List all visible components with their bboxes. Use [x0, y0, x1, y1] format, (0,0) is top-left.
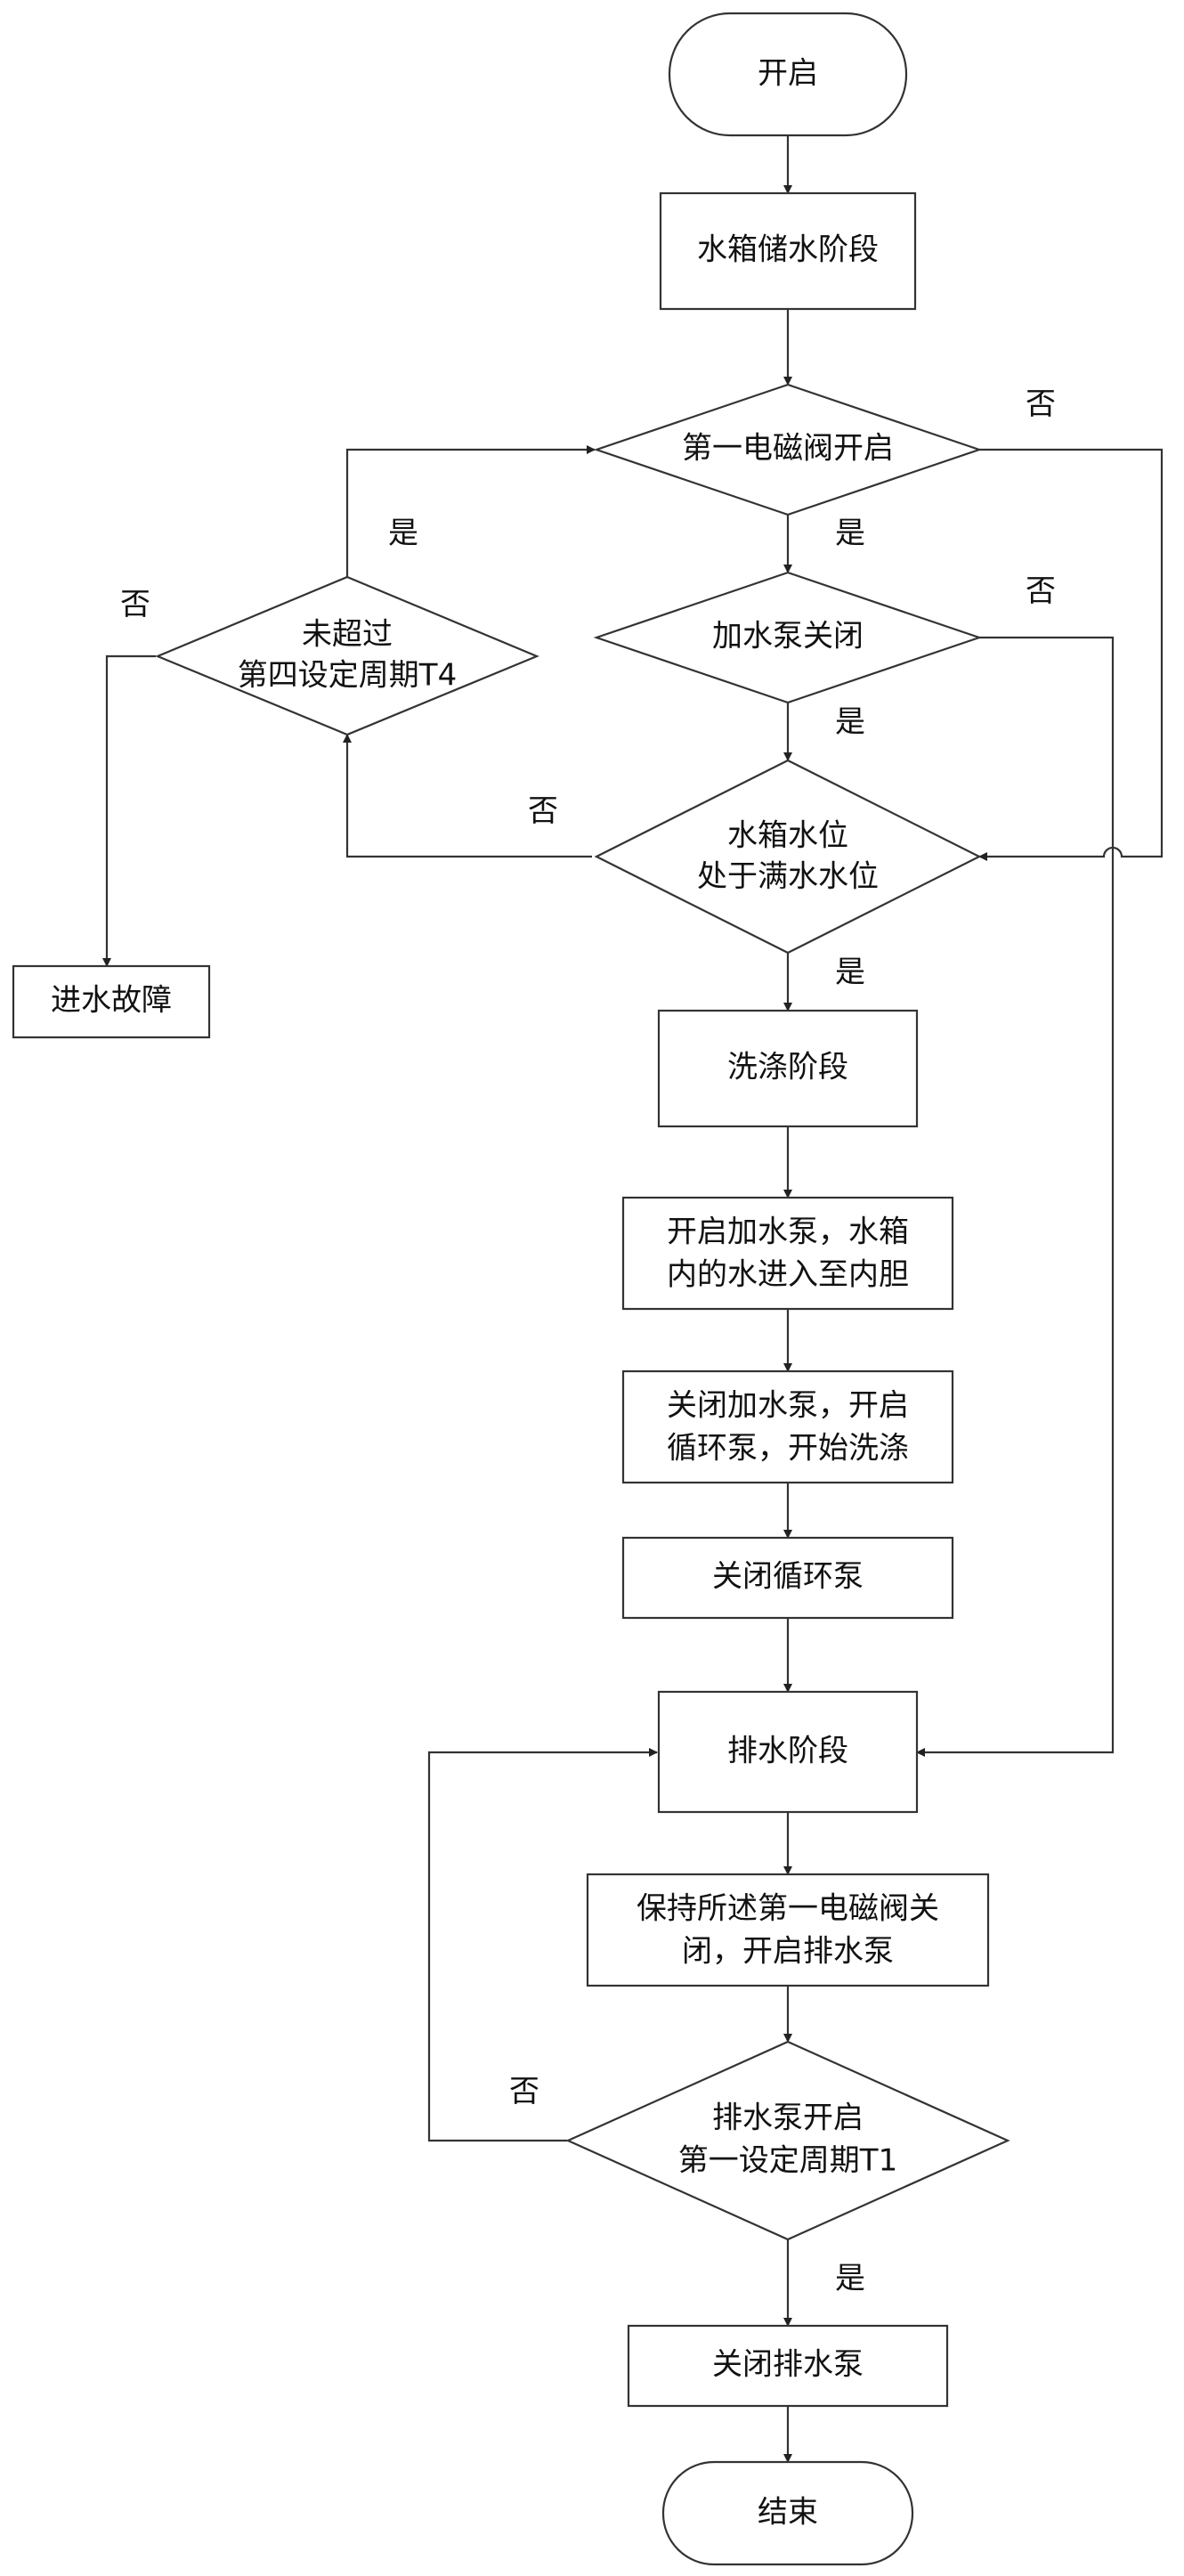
start-label: 开启 [758, 56, 818, 92]
edge-drain-check-no-loop [427, 1748, 658, 2142]
edge-level-no-to-timeout [343, 734, 592, 858]
close-circ-label: 关闭循环泵 [712, 1559, 864, 1595]
valve-open-label: 第一电磁阀开启 [682, 431, 894, 467]
water-level-label-line1: 水箱水位 [727, 818, 848, 854]
fill-pump-off-label: 加水泵关闭 [712, 619, 864, 654]
label-timeout-no: 否 [120, 587, 150, 622]
open-fill-label-line2: 内的水进入至内胆 [667, 1257, 909, 1293]
label-drain-check-yes: 是 [835, 2261, 865, 2296]
drain-check-label-line1: 排水泵开启 [712, 2101, 864, 2136]
edge-pump-no-to-drain [916, 636, 1115, 1757]
inlet-fault-label: 进水故障 [51, 983, 172, 1019]
open-fill-label-line1: 开启加水泵，水箱 [667, 1215, 909, 1250]
label-pump-no: 否 [1026, 573, 1056, 609]
drain-stage-label: 排水阶段 [727, 1734, 848, 1769]
water-level-label-line2: 处于满水水位 [697, 859, 879, 895]
label-level-yes: 是 [835, 955, 865, 990]
start-node: 开启 [668, 12, 908, 137]
timeout-decision: 未超过 第四设定周期T4 [155, 575, 539, 736]
keep-valve-label-line2: 闭，开启排水泵 [682, 1934, 894, 1970]
water-level-decision: 水箱水位 处于满水水位 [594, 759, 982, 955]
wash-stage-label: 洗涤阶段 [727, 1050, 848, 1085]
branch-labels: 否 是 否 是 否 是 是 否 否 是 [120, 386, 1056, 2296]
close-fill-pump-box: 关闭加水泵，开启 循环泵，开始洗涤 [621, 1369, 954, 1484]
tank-storage-label: 水箱储水阶段 [697, 232, 879, 268]
label-level-no: 否 [528, 793, 558, 829]
inlet-fault-box: 进水故障 [12, 964, 211, 1039]
timeout-label-line2: 第四设定周期T4 [238, 658, 457, 694]
label-timeout-yes: 是 [388, 516, 418, 551]
end-node: 结束 [661, 2460, 914, 2566]
keep-valve-box: 保持所述第一电磁阀关 闭，开启排水泵 [586, 1873, 990, 1987]
end-label: 结束 [758, 2495, 818, 2531]
tank-storage-box: 水箱储水阶段 [659, 191, 917, 311]
open-fill-pump-box: 开启加水泵，水箱 内的水进入至内胆 [621, 1196, 954, 1311]
connectors [102, 135, 1164, 2463]
wash-stage-box: 洗涤阶段 [657, 1009, 919, 1128]
timeout-label-line1: 未超过 [302, 617, 393, 653]
label-valve-no: 否 [1026, 386, 1056, 422]
close-drain-pump-box: 关闭排水泵 [627, 2324, 949, 2408]
label-valve-yes: 是 [835, 516, 865, 551]
edge-valve-no-to-level [978, 448, 1164, 861]
keep-valve-label-line1: 保持所述第一电磁阀关 [637, 1891, 939, 1927]
drain-check-label-line2: 第一设定周期T1 [678, 2143, 897, 2179]
close-circ-pump-box: 关闭循环泵 [621, 1536, 954, 1620]
fill-pump-off-decision: 加水泵关闭 [593, 571, 983, 704]
drain-check-decision: 排水泵开启 第一设定周期T1 [565, 2040, 1010, 2241]
drain-stage-box: 排水阶段 [657, 1690, 919, 1814]
valve-open-decision: 第一电磁阀开启 [593, 383, 983, 516]
close-fill-label-line2: 循环泵，开始洗涤 [667, 1431, 909, 1467]
close-fill-label-line1: 关闭加水泵，开启 [667, 1388, 909, 1424]
label-drain-check-no: 否 [509, 2074, 539, 2109]
label-pump-yes: 是 [835, 704, 865, 740]
edge-timeout-yes-to-valve [345, 445, 596, 577]
close-drain-label: 关闭排水泵 [712, 2347, 864, 2383]
edge-timeout-no-to-fault [102, 654, 156, 967]
